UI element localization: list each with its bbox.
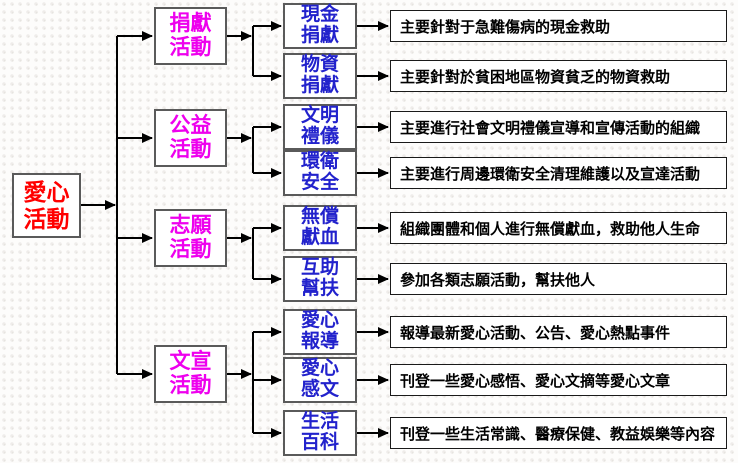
node-item-blood-donation: 無償 獻血 [283,205,357,251]
node-label-line: 文明 [300,105,339,127]
description-civility-etiquette: 主要進行社會文明禮儀宣導和宣傳活動的組織 [390,111,727,143]
node-label-line: 無償 [300,206,339,228]
description-text: 主要針對于急難傷病的現金救助 [400,18,611,36]
node-item-love-reports: 愛心 報導 [283,309,357,355]
node-category-public-welfare-activities: 公益 活動 [154,109,227,167]
node-label-line: 文宣 [169,349,212,373]
description-love-reports: 報導最新愛心活動、公告、愛心熱點事件 [390,316,727,348]
node-label-line: 幫扶 [300,278,339,299]
description-text: 刊登一些生活常識、醫療保健、教益娛樂等內容 [400,425,716,443]
node-item-sanitation-safety: 環衛 安全 [283,150,357,196]
description-cash-donation: 主要針對于急難傷病的現金救助 [390,10,727,42]
node-label-line: 捐獻 [169,11,212,35]
node-category-publicity-activities: 文宣 活動 [154,345,227,403]
node-label-line: 愛心 [23,179,70,206]
node-root-love-activities: 愛心 活動 [12,173,81,238]
node-item-mutual-help: 互助 幫扶 [283,256,357,302]
description-text: 主要進行社會文明禮儀宣導和宣傳活動的組織 [400,119,701,137]
node-label-line: 物資 [300,54,339,76]
node-category-volunteer-activities: 志願 活動 [154,209,227,267]
description-text: 參加各類志願活動，幫扶他人 [400,271,596,289]
description-life-encyclopedia: 刊登一些生活常識、醫療保健、教益娛樂等內容 [390,417,727,449]
description-goods-donation: 主要針對於貧困地區物資貧乏的物資救助 [390,60,727,92]
node-item-life-encyclopedia: 生活 百科 [283,410,357,456]
node-label-line: 捐獻 [300,25,339,46]
node-label-line: 現金 [300,4,339,26]
node-item-civility-etiquette: 文明 禮儀 [283,104,357,150]
node-label-line: 互助 [300,257,339,279]
description-text: 主要進行周邊環衛安全清理維護以及宣達活動 [400,165,701,183]
node-item-cash-donation: 現金 捐獻 [283,3,357,49]
description-text: 報導最新愛心活動、公告、愛心熱點事件 [400,324,671,342]
node-label-line: 環衛 [300,151,339,173]
node-label-line: 報導 [300,331,339,352]
node-label-line: 活動 [169,138,212,161]
node-label-line: 感文 [300,379,339,400]
node-label-line: 獻血 [300,227,339,248]
description-text: 主要針對於貧困地區物資貧乏的物資救助 [400,68,671,86]
node-item-love-essays: 愛心 感文 [283,357,357,403]
description-text: 組織團體和個人進行無償獻血，救助他人生命 [400,220,701,238]
description-love-essays: 刊登一些愛心感悟、愛心文摘等愛心文章 [390,364,727,396]
node-label-line: 捐獻 [300,75,339,96]
node-label-line: 活動 [169,238,212,261]
node-label-line: 愛心 [300,310,339,332]
description-mutual-help: 參加各類志願活動，幫扶他人 [390,263,727,295]
description-sanitation-safety: 主要進行周邊環衛安全清理維護以及宣達活動 [390,157,727,189]
description-text: 刊登一些愛心感悟、愛心文摘等愛心文章 [400,372,671,390]
node-label-line: 愛心 [300,358,339,380]
node-label-line: 禮儀 [300,126,339,147]
node-item-goods-donation: 物資 捐獻 [283,53,357,99]
node-label-line: 公益 [169,113,212,137]
node-label-line: 活動 [169,374,212,397]
node-category-donation-activities: 捐獻 活動 [154,7,227,65]
node-label-line: 生活 [300,411,339,433]
node-label-line: 百科 [300,432,339,453]
description-blood-donation: 組織團體和個人進行無償獻血，救助他人生命 [390,212,727,244]
node-label-line: 活動 [169,36,212,59]
node-label-line: 志願 [169,213,212,237]
node-label-line: 活動 [23,205,70,232]
node-label-line: 安全 [300,172,339,193]
